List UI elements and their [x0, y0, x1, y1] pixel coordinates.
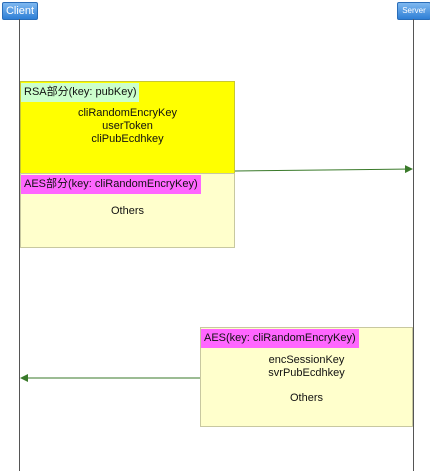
rsa-section-label: RSA部分(key: pubKey)	[21, 83, 140, 102]
server-lifeline	[413, 19, 414, 471]
response-fields: encSessionKey svrPubEcdhkey	[200, 354, 413, 380]
response-field: encSessionKey	[268, 354, 345, 366]
rsa-fields: cliRandomEncryKey userToken cliPubEcdhke…	[20, 107, 235, 146]
response-others: Others	[289, 392, 323, 404]
rsa-field: userToken	[102, 120, 153, 132]
response-field: svrPubEcdhkey	[268, 367, 345, 379]
rsa-field: cliPubEcdhkey	[91, 133, 164, 145]
aes-section-label: AES部分(key: cliRandomEncryKey)	[21, 175, 201, 194]
client-actor: Client	[2, 2, 38, 20]
client-lifeline	[19, 19, 20, 471]
rsa-field: cliRandomEncryKey	[77, 107, 178, 119]
response-aes-label: AES(key: cliRandomEncryKey)	[201, 329, 359, 348]
request-arrow	[234, 165, 413, 174]
aes-section-others: Others	[110, 205, 144, 217]
